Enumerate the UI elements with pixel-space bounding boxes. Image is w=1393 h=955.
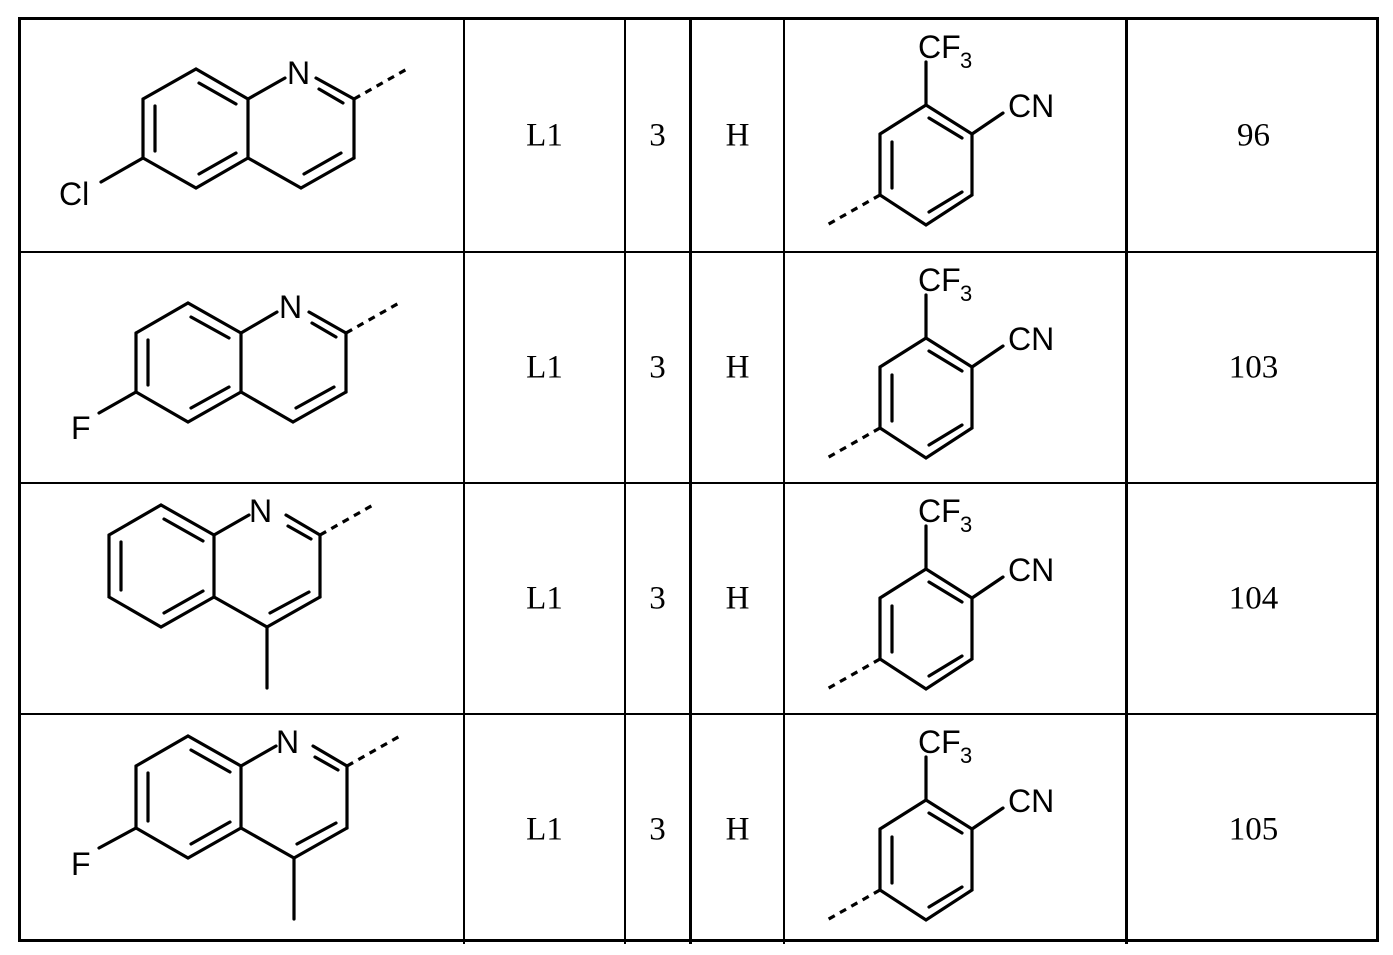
fluoroquinoline-structure-icon: N F <box>71 289 400 446</box>
table-row: N F L1 3 H CF 3 CN <box>21 713 1376 944</box>
svg-text:CN: CN <box>1008 552 1054 588</box>
fluoro-methylquinoline-structure-icon: N F <box>71 724 401 921</box>
svg-text:3: 3 <box>960 281 972 306</box>
svg-text:Cl: Cl <box>59 176 89 212</box>
quinoline-structure-cell: N F <box>21 253 463 482</box>
n-cell: 3 <box>624 253 689 482</box>
quinoline-structure-cell: N <box>21 484 463 713</box>
linker-cell: L1 <box>463 484 624 713</box>
n-cell: 3 <box>624 484 689 713</box>
linker-value: L1 <box>526 580 563 616</box>
r-cell: H <box>689 484 783 713</box>
aryl-structure-cell: CF 3 CN <box>783 253 1125 482</box>
r-value: H <box>725 117 750 153</box>
svg-text:N: N <box>287 55 310 91</box>
svg-text:3: 3 <box>960 743 972 768</box>
compound-number-cell: 96 <box>1125 20 1379 251</box>
trifluoromethyl-benzonitrile-structure-icon: CF 3 CN <box>826 493 1054 691</box>
linker-cell: L1 <box>463 715 624 944</box>
chloroquinoline-structure-icon: N Cl <box>59 55 408 212</box>
linker-cell: L1 <box>463 253 624 482</box>
quinoline-structure-cell: N F <box>21 715 463 944</box>
methylquinoline-structure-icon: N <box>107 493 374 690</box>
svg-text:CF: CF <box>918 262 961 298</box>
aryl-structure-cell: CF 3 CN <box>783 484 1125 713</box>
table-row: N Cl L1 3 H CF 3 CN <box>21 20 1376 251</box>
n-value: 3 <box>649 580 666 616</box>
r-value: H <box>725 580 750 616</box>
n-value: 3 <box>649 117 666 153</box>
compound-number-cell: 105 <box>1125 715 1379 944</box>
n-value: 3 <box>649 811 666 847</box>
svg-text:CN: CN <box>1008 783 1054 819</box>
svg-text:F: F <box>71 846 91 882</box>
svg-text:F: F <box>71 410 91 446</box>
r-cell: H <box>689 253 783 482</box>
compound-number-cell: 104 <box>1125 484 1379 713</box>
r-value: H <box>725 811 750 847</box>
trifluoromethyl-benzonitrile-structure-icon: CF 3 CN <box>826 29 1054 227</box>
svg-text:N: N <box>276 724 299 760</box>
aryl-structure-cell: CF 3 CN <box>783 20 1125 251</box>
table-row: N F L1 3 H CF 3 CN <box>21 251 1376 482</box>
trifluoromethyl-benzonitrile-structure-icon: CF 3 CN <box>826 724 1054 922</box>
svg-text:CN: CN <box>1008 88 1054 124</box>
compound-number: 103 <box>1228 349 1279 385</box>
n-cell: 3 <box>624 20 689 251</box>
svg-text:CN: CN <box>1008 321 1054 357</box>
svg-text:3: 3 <box>960 48 972 73</box>
r-value: H <box>725 349 750 385</box>
trifluoromethyl-benzonitrile-structure-icon: CF 3 CN <box>826 262 1054 460</box>
quinoline-structure-cell: N Cl <box>21 20 463 251</box>
svg-text:N: N <box>249 493 272 529</box>
svg-text:N: N <box>279 289 302 325</box>
svg-text:3: 3 <box>960 512 972 537</box>
svg-text:CF: CF <box>918 29 961 65</box>
linker-value: L1 <box>526 811 563 847</box>
compound-number: 96 <box>1237 117 1270 153</box>
n-cell: 3 <box>624 715 689 944</box>
aryl-structure-cell: CF 3 CN <box>783 715 1125 944</box>
compound-number: 105 <box>1228 811 1279 847</box>
svg-text:CF: CF <box>918 493 961 529</box>
compound-number-cell: 103 <box>1125 253 1379 482</box>
r-cell: H <box>689 715 783 944</box>
compound-number: 104 <box>1228 580 1279 616</box>
n-value: 3 <box>649 349 666 385</box>
svg-text:CF: CF <box>918 724 961 760</box>
compound-table: N Cl L1 3 H CF 3 CN <box>18 17 1379 944</box>
table-row: N L1 3 H CF 3 CN <box>21 482 1376 713</box>
linker-cell: L1 <box>463 20 624 251</box>
linker-value: L1 <box>526 349 563 385</box>
linker-value: L1 <box>526 117 563 153</box>
r-cell: H <box>689 20 783 251</box>
